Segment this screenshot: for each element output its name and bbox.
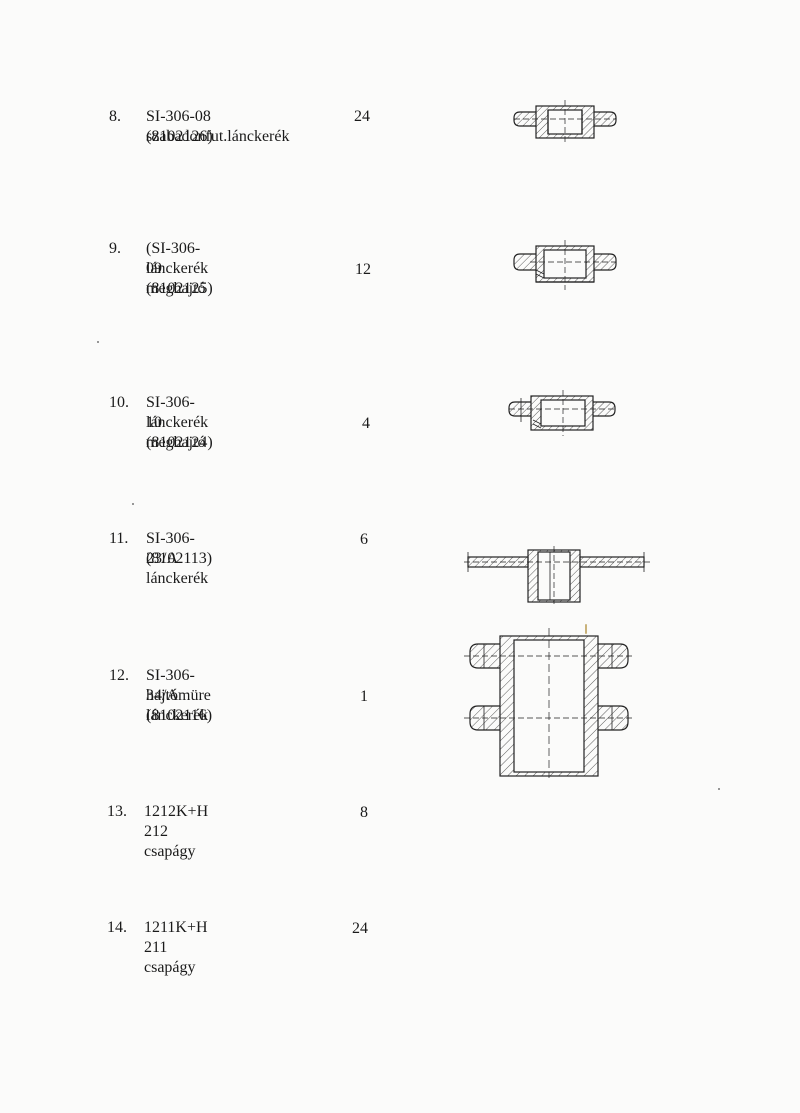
- scan-speck: [585, 624, 587, 634]
- drive-sprocket-10-drawing: [505, 388, 620, 438]
- item-name: SI-306-34/A lánckerék: [146, 667, 209, 724]
- drive-sprocket-09-drawing: [510, 240, 620, 292]
- sprocket-23a-drawing: [462, 544, 654, 606]
- item-number: 11.: [109, 530, 129, 547]
- double-sprocket-34a-drawing: [462, 626, 637, 781]
- scan-speck: [132, 503, 134, 505]
- item-number: 9.: [109, 240, 121, 257]
- item-quantity: 1: [360, 688, 368, 705]
- item-name: SI-306-10 meghajtó: [146, 394, 206, 451]
- item-number: 10.: [109, 394, 129, 411]
- item-name: (SI-306-09 meghajtó: [146, 240, 206, 297]
- item-quantity: 24: [354, 108, 370, 125]
- item-code: lánckerék (8102124): [146, 414, 213, 451]
- item-name: SI-306-23/A lánckerék: [146, 530, 209, 587]
- item-name: SI-306-08 szabadonfut.lánckerék: [146, 108, 290, 145]
- item-quantity: 6: [360, 531, 368, 548]
- item-quantity: 12: [355, 261, 371, 278]
- item-quantity: 8: [360, 804, 368, 821]
- item-number: 14.: [107, 919, 127, 936]
- item-quantity: 24: [352, 920, 368, 937]
- item-name: 1211K+H 211 csapágy: [144, 919, 208, 976]
- item-number: 8.: [109, 108, 121, 125]
- scan-speck: [97, 341, 99, 343]
- item-code: (8102113): [146, 550, 213, 567]
- item-code: (8102126): [146, 128, 213, 145]
- item-number: 12.: [109, 667, 129, 684]
- item-number: 13.: [107, 803, 127, 820]
- item-name: 1212K+H 212 csapágy: [144, 803, 209, 860]
- freewheel-sprocket-drawing: [510, 96, 620, 146]
- item-code: lánckerék (8102125): [146, 260, 213, 297]
- item-code: hajtómüre (8102116): [146, 687, 213, 724]
- scan-speck: [718, 788, 720, 790]
- item-quantity: 4: [362, 415, 370, 432]
